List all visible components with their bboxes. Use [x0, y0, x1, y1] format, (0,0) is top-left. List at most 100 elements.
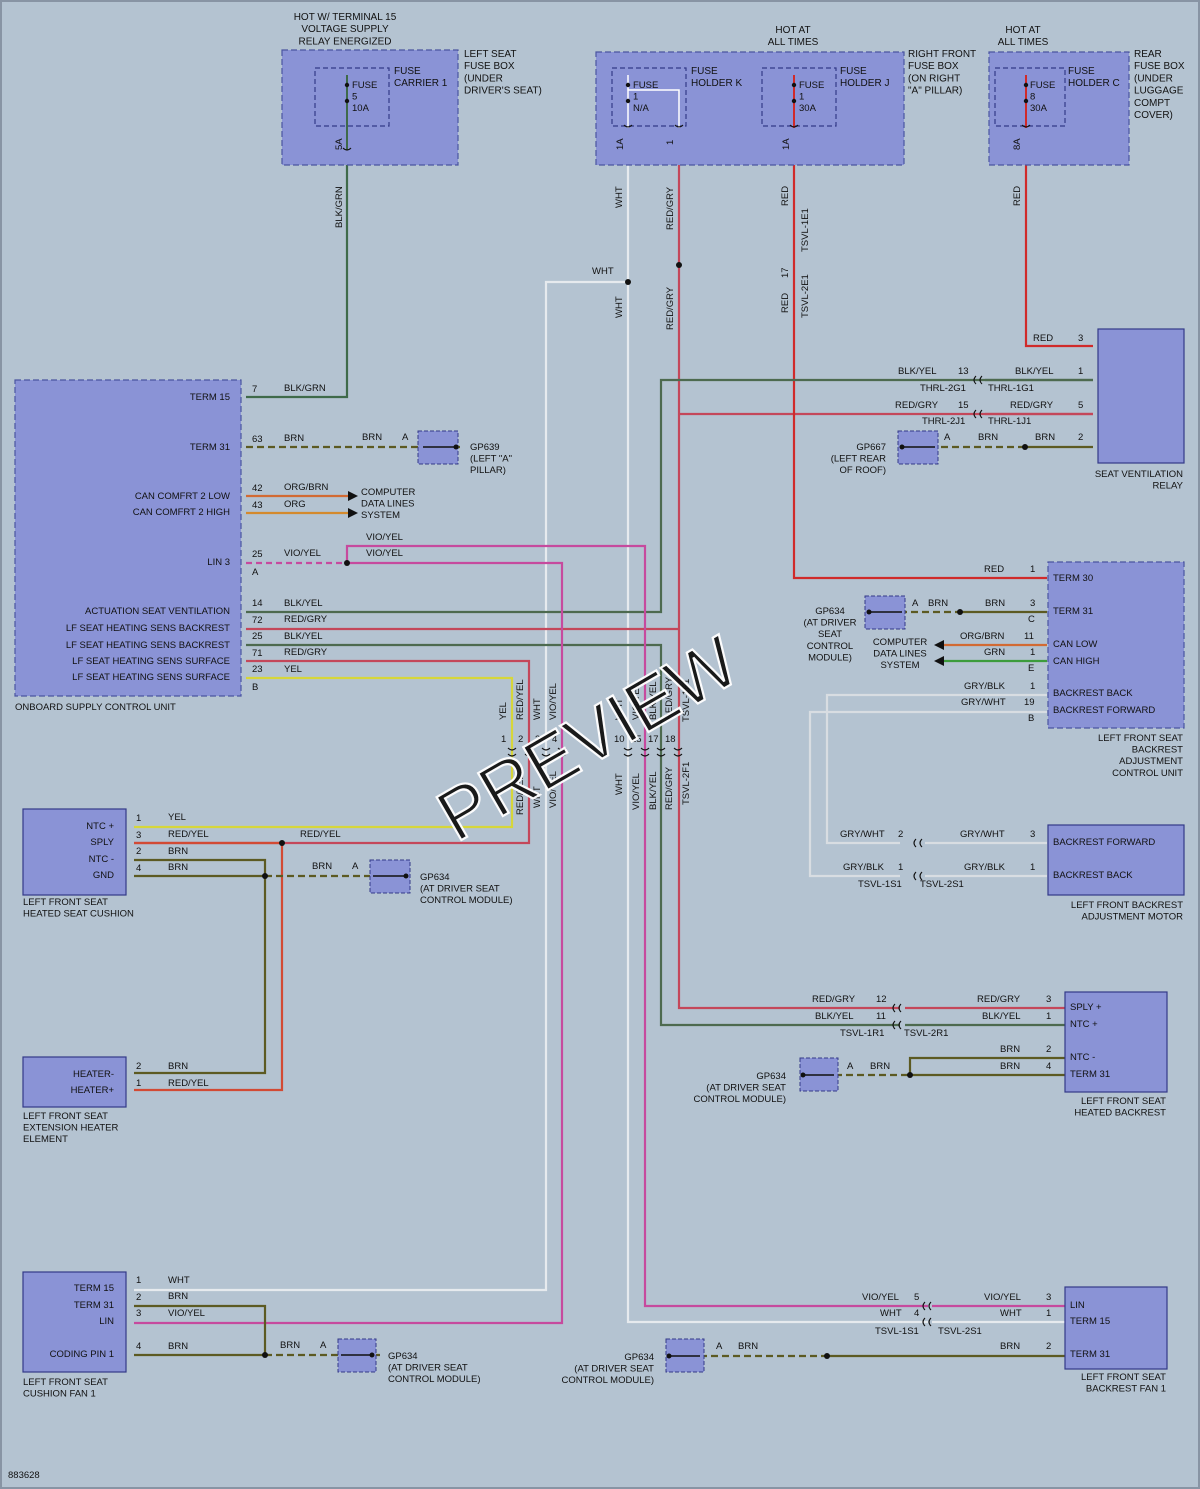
conn-tsvl-1f1: TSVL-1F1	[681, 679, 692, 722]
figure-id: 883628	[8, 1470, 40, 1481]
wire-blkyel-25: BLK/YEL	[284, 631, 323, 642]
conn-tsvl-2e1: TSVL-2E1	[800, 274, 811, 318]
onboard-pin-label-8: LF SEAT HEATING SENS SURFACE	[72, 656, 230, 667]
bc-pin-num-4: 1	[1030, 681, 1035, 692]
wire-gryblk-motor2: GRY/BLK	[964, 862, 1006, 873]
onboard-pin-num-9: 23	[252, 664, 263, 675]
backrest-adjustment-motor	[1047, 824, 1185, 896]
wire-grywht-motor2: GRY/WHT	[960, 829, 1005, 840]
onboard-pin-num-5: 14	[252, 598, 263, 609]
wire-red-relay: RED	[1033, 333, 1053, 344]
bc-pin-label-5: BACKREST FORWARD	[1053, 705, 1155, 716]
bc-pin-num-0: 1	[1030, 564, 1035, 575]
hb-pin-label-3: TERM 31	[1070, 1069, 1110, 1080]
wire-blkyel-v2: BLK/YEL	[648, 771, 659, 810]
onboard-conn-b: B	[252, 682, 258, 693]
bf-pin-label-2: TERM 31	[1070, 1349, 1110, 1360]
onboard-conn-a: A	[252, 567, 259, 578]
onboard-pin-label-1: TERM 31	[190, 442, 230, 453]
heated-seat-cushion	[22, 808, 127, 896]
wire-brn-gp667b: BRN	[1035, 432, 1055, 443]
hb-in-11: 11	[876, 1011, 886, 1022]
wire-grywht-bc: GRY/WHT	[961, 697, 1006, 708]
onboard-pin-num-2: 42	[252, 483, 263, 494]
cushion-fan-pin-num-1: 2	[136, 1292, 141, 1303]
bc-pin-num-3: 1	[1030, 647, 1035, 658]
heated-backrest	[1064, 991, 1168, 1093]
inline-l-4: 4	[552, 734, 557, 745]
extension-heater-element	[22, 1056, 127, 1108]
wire-brn-gp634a: BRN	[312, 861, 332, 872]
wire-brn-63: BRN	[284, 433, 304, 444]
wire-redyel-cushion: RED/YEL	[168, 829, 209, 840]
relay-pin-3: 3	[1078, 333, 1083, 344]
wire-vioyel-a: VIO/YEL	[366, 532, 403, 543]
pin-8a: 8A	[1012, 138, 1023, 150]
hb-pin-label-1: NTC +	[1070, 1019, 1098, 1030]
onboard-pin-num-1: 63	[252, 434, 263, 445]
wire-brn-fan: BRN	[168, 1291, 188, 1302]
motor-pin-label-0: BACKREST FORWARD	[1053, 837, 1155, 848]
conn-thrl-2j1: THRL-2J1	[922, 416, 965, 427]
wire-brn-gp667: BRN	[978, 432, 998, 443]
relay-inner-15: 15	[958, 400, 969, 411]
wire-brn-hb2: BRN	[1000, 1061, 1020, 1072]
onboard-pin-label-0: TERM 15	[190, 392, 230, 403]
conn-thrl-1g1: THRL-1G1	[988, 383, 1034, 394]
pin-j-1a: 1A	[781, 138, 792, 150]
backrest-fan	[1064, 1286, 1168, 1370]
bf-in-4: 4	[914, 1308, 919, 1319]
seat-ventilation-relay	[1097, 328, 1185, 464]
wire-yel-v: YEL	[498, 702, 509, 720]
cushion-pin-label-2: NTC -	[89, 854, 114, 865]
wire-redgry-71: RED/GRY	[284, 647, 328, 658]
cushion-fan-pin-label-0: TERM 15	[74, 1283, 114, 1294]
ext-heater-pin-num-1: 1	[136, 1078, 141, 1089]
wire-vioyel-v2: VIO/YEL	[548, 771, 559, 808]
onboard-pin-num-3: 43	[252, 500, 263, 511]
onboard-pin-num-8: 71	[252, 648, 263, 659]
hb-pin-num-3: 4	[1046, 1061, 1051, 1072]
bf-pin-label-1: TERM 15	[1070, 1316, 1110, 1327]
bf-pin-num-2: 2	[1046, 1341, 1051, 1352]
wire-wht-v3: WHT	[532, 698, 543, 720]
bc-conn-e: E	[1028, 663, 1034, 674]
onboard-supply-control-unit	[14, 379, 242, 697]
onboard-pin-label-5: ACTUATION SEAT VENTILATION	[85, 606, 230, 617]
hb-pin-label-0: SPLY +	[1070, 1002, 1102, 1013]
wire-wht-v6: WHT	[614, 773, 625, 795]
inline-r-17: 17	[648, 734, 659, 745]
gp639-label: GP639(LEFT "A"PILLAR)	[470, 442, 512, 476]
wire-blkyel-hb2: BLK/YEL	[982, 1011, 1021, 1022]
motor-pin-num-0: 3	[1030, 829, 1035, 840]
bc-conn-c: C	[1028, 614, 1035, 625]
inline-l-2: 2	[518, 734, 523, 745]
wire-brn-gp639: BRN	[362, 432, 382, 443]
wire-vioyel-bf: VIO/YEL	[862, 1292, 899, 1303]
onboard-pin-num-0: 7	[252, 384, 257, 395]
wire-redgry-72: RED/GRY	[284, 614, 328, 625]
onboard-pin-label-3: CAN COMFRT 2 HIGH	[133, 507, 230, 518]
wire-redgry-v1: RED/GRY	[665, 186, 676, 230]
wires	[134, 128, 1093, 1358]
wire-red-term30: RED	[984, 564, 1004, 575]
wire-wht-v5: WHT	[614, 698, 625, 720]
wire-redgry-hb2: RED/GRY	[977, 994, 1021, 1005]
bc-pin-label-4: BACKREST BACK	[1053, 688, 1133, 699]
wire-blkgrn-h: BLK/GRN	[284, 383, 326, 394]
bc-pin-num-2: 11	[1024, 631, 1034, 642]
motor-pin-num-1: 1	[1030, 862, 1035, 873]
bf-pin-label-0: LIN	[1070, 1300, 1085, 1311]
wire-blkyel-relay: BLK/YEL	[898, 366, 937, 377]
